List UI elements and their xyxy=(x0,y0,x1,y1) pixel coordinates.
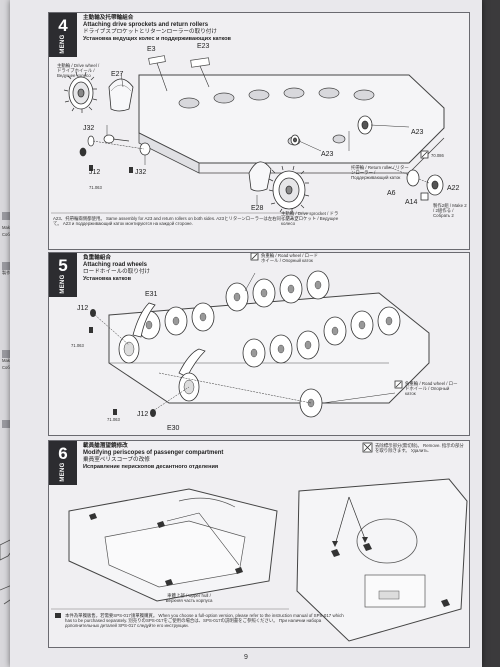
step-4-note: A23、托帶輪兩側都使用。 Same assembly for A23 and … xyxy=(53,216,299,227)
step-5-title: 負重輪組合 Attaching road wheels ロードホイールの取り付け… xyxy=(83,255,150,283)
title-zh: 負重輪組合 xyxy=(83,255,111,261)
step-number: 5 xyxy=(58,256,68,275)
step-6-panel: 6 MENG 載員艙潛望鏡修改 Modifying periscopes of … xyxy=(48,440,470,648)
callout-drive-sprocket: 主動輪 / Drive sprocket / ドライブスプロケット / Веду… xyxy=(281,211,339,227)
step-6-title: 載員艙潛望鏡修改 Modifying periscopes of passeng… xyxy=(83,443,223,471)
part-j32: J32 xyxy=(135,169,147,176)
step-5-drawing xyxy=(89,253,430,418)
title-ru: Установка ведущих колес и поддерживающих… xyxy=(83,36,231,42)
part-e30: E30 xyxy=(167,425,180,432)
callout-drive-wheel: 主動輪 / Drive wheel / ドライブホイール / Ведущее к… xyxy=(57,63,100,79)
paint-code: 71.063 xyxy=(107,417,120,422)
instruction-page: 4 MENG 主動輪及托帶輪組合 Attaching drive sprocke… xyxy=(10,0,482,667)
left-page-note: 製作2組 xyxy=(2,270,17,275)
step-number: 4 xyxy=(58,16,68,35)
paint-code: 71.063 xyxy=(71,343,84,348)
left-page-note: Make 2 xyxy=(2,225,16,230)
step-6-badge: 6 MENG xyxy=(49,441,77,485)
title-ru: Исправление перископов десантного отделе… xyxy=(83,464,219,470)
part-e3: E3 xyxy=(147,46,156,53)
step-number: 6 xyxy=(58,444,68,463)
title-en: Attaching drive sprockets and return rol… xyxy=(83,22,209,28)
step-4-title: 主動輪及托帶輪組合 Attaching drive sprockets and … xyxy=(83,15,231,43)
title-zh: 主動輪及托帶輪組合 xyxy=(83,15,134,21)
title-zh: 載員艙潛望鏡修改 xyxy=(83,443,128,449)
page-number: 9 xyxy=(244,654,248,661)
part-j12: J12 xyxy=(137,411,149,418)
part-a23: A23 xyxy=(411,129,424,136)
step-4-badge: 4 MENG xyxy=(49,13,77,57)
title-jp: 乗員室ペリスコープの改修 xyxy=(83,457,150,463)
title-ru: Установка катков xyxy=(83,276,132,282)
paint-code: 70.086 xyxy=(431,153,444,158)
part-a14: A14 xyxy=(405,199,418,206)
part-e23: E23 xyxy=(197,43,210,50)
part-a6: A6 xyxy=(387,190,396,197)
part-j32: J32 xyxy=(83,125,95,132)
callout-road-wheel-bottom: 負重輪 / Road wheel / ロードホイール / Опорный кат… xyxy=(405,381,458,397)
part-e27: E27 xyxy=(111,71,124,78)
paint-code: 71.063 xyxy=(89,185,102,190)
upper-hull-label: 車體上部 / Upper hull / Верхняя часть корпус… xyxy=(165,593,213,604)
callout-return-roller: 托帶輪 / Return roller / リターンローラー / Поддерж… xyxy=(351,165,409,181)
left-page-note: Make 2 xyxy=(2,358,16,363)
part-j12: J12 xyxy=(77,305,89,312)
part-a22: A22 xyxy=(447,185,460,192)
step-4-panel: 4 MENG 主動輪及托帶輪組合 Attaching drive sprocke… xyxy=(48,12,470,250)
title-jp: ロードホイールの取り付け xyxy=(83,269,151,275)
part-e31: E31 xyxy=(145,291,158,298)
step-6-footnote: 本件為單獨販售，若需要SPS-017請單獨購買。 When you choose… xyxy=(65,613,344,629)
callout-make-2: 製作2組 / Make 2 / 2組作る / Собрать 2 xyxy=(433,203,467,219)
step-6-drawing xyxy=(51,442,468,642)
part-j12: J12 xyxy=(89,169,101,176)
part-e28: E28 xyxy=(251,205,264,212)
title-en: Attaching road wheels xyxy=(83,262,148,268)
step-5-badge: 5 MENG xyxy=(49,253,77,297)
part-a23: A23 xyxy=(321,151,334,158)
title-en: Modifying periscopes of passenger compar… xyxy=(83,450,224,456)
step-5-panel: 5 MENG 負重輪組合 Attaching road wheels ロードホイ… xyxy=(48,252,470,436)
title-jp: ドライブスプロケットとリターンローラーの取り付け xyxy=(83,29,217,35)
callout-road-wheel-top: 負重輪 / Road wheel / ロードホイール / Опорный кат… xyxy=(261,253,318,264)
callout-remove: 去除標示部分(需切除)。 Remove. 指示の部分を取り除きます。 Удали… xyxy=(375,443,464,454)
step-4-drawing xyxy=(51,55,445,214)
